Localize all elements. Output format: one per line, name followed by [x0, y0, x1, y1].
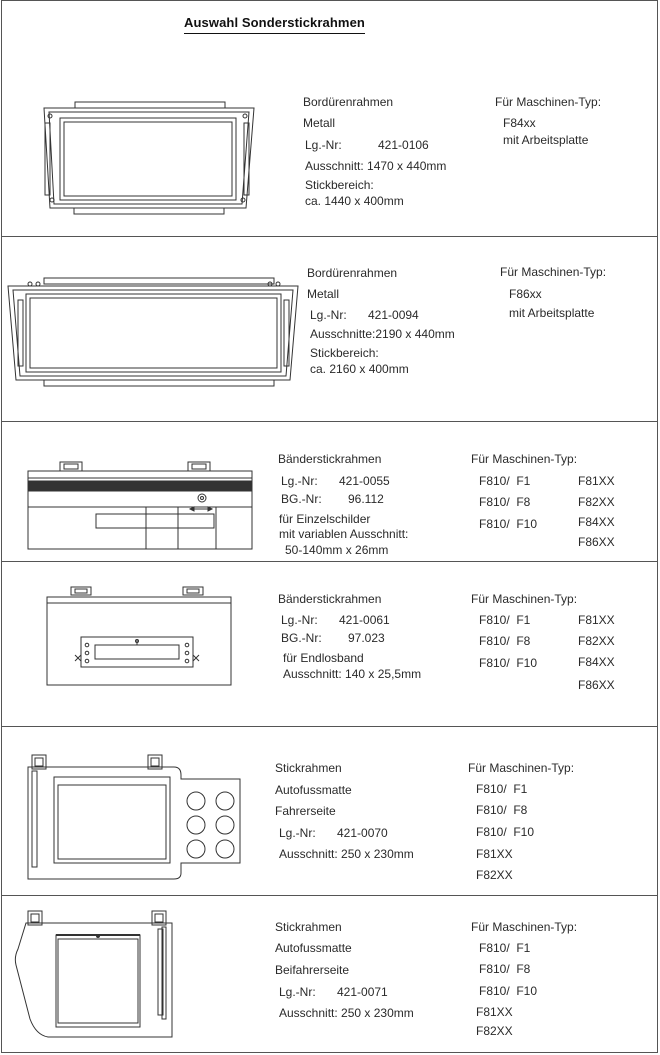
page-title: Auswahl Sonderstickrahmen [184, 15, 365, 34]
section-4-machine-right: F86XX [578, 678, 615, 692]
section-4-lg-nr: 421-0061 [339, 613, 390, 627]
section-divider [1, 895, 658, 896]
section-6-lg-nr: 421-0071 [337, 985, 388, 999]
section-3-machine-left: F810/ F10 [479, 517, 538, 531]
border-frame-2190-drawing [6, 276, 301, 388]
section-3-machine-header: Für Maschinen-Typ: [471, 452, 578, 466]
section-2-machine-header: Für Maschinen-Typ: [500, 265, 607, 279]
section-6-line2: Autofussmatte [275, 941, 352, 955]
section-3-name: Bänderstickrahmen [278, 452, 382, 466]
section-2-name: Bordürenrahmen [307, 266, 398, 280]
section-2-area-label: Stickbereich: [310, 346, 379, 360]
section-3-lg-label: Lg.-Nr: [281, 474, 318, 488]
section-5-machine: F82XX [476, 868, 513, 882]
section-3-machine-right: F84XX [578, 515, 615, 529]
car-mat-passenger-frame-drawing [12, 909, 182, 1040]
section-3-lg-nr: 421-0055 [339, 474, 390, 488]
section-5-machine: F810/ F8 [476, 803, 528, 817]
section-3-note: 50-140mm x 26mm [285, 543, 389, 557]
section-4-machine-right: F82XX [578, 634, 615, 648]
section-divider [1, 421, 658, 422]
section-6-machine: F810/ F8 [479, 962, 531, 976]
section-5-machine-header: Für Maschinen-Typ: [468, 761, 575, 775]
section-4-machine-right: F81XX [578, 613, 615, 627]
section-3-machine-right: F82XX [578, 495, 615, 509]
section-6-machine-header: Für Maschinen-Typ: [471, 920, 578, 934]
section-6-machine: F810/ F10 [479, 984, 538, 998]
section-1-machine: mit Arbeitsplatte [503, 133, 589, 147]
section-5-line2: Autofussmatte [275, 783, 352, 797]
section-6-cut: Ausschnitt: 250 x 230mm [279, 1006, 414, 1020]
section-3-note: für Einzelschilder [279, 512, 371, 526]
section-5-cut: Ausschnitt: 250 x 230mm [279, 847, 414, 861]
section-1-material: Metall [303, 116, 336, 130]
section-4-machine-left: F810/ F10 [479, 656, 538, 670]
section-3-bg-label: BG.-Nr: [281, 492, 322, 506]
section-3-machine-right: F81XX [578, 474, 615, 488]
ribbon-frame-0061-drawing [45, 585, 235, 688]
section-6-machine: F82XX [476, 1024, 513, 1038]
section-6-lg-label: Lg.-Nr: [279, 985, 316, 999]
section-2-lg-label: Lg.-Nr: [310, 308, 347, 322]
section-1-name: Bordürenrahmen [303, 95, 394, 109]
section-4-lg-label: Lg.-Nr: [281, 613, 318, 627]
section-divider [1, 561, 658, 562]
section-2-machine: F86xx [509, 287, 542, 301]
section-4-machine-header: Für Maschinen-Typ: [471, 592, 578, 606]
section-2-lg-nr: 421-0094 [368, 308, 419, 322]
section-2-material: Metall [307, 287, 340, 301]
section-1-area-label: Stickbereich: [305, 178, 374, 192]
section-5-lg-label: Lg.-Nr: [279, 826, 316, 840]
section-3-bg-nr: 96.112 [348, 492, 384, 506]
section-5-name: Stickrahmen [275, 761, 342, 775]
section-4-note: Ausschnitt: 140 x 25,5mm [283, 667, 422, 681]
section-1-lg-nr: 421-0106 [378, 138, 429, 152]
section-5-machine: F81XX [476, 847, 513, 861]
section-4-name: Bänderstickrahmen [278, 592, 382, 606]
section-1-cut: Ausschnitt: 1470 x 440mm [305, 159, 447, 173]
section-4-machine-right: F84XX [578, 655, 615, 669]
section-4-bg-label: BG.-Nr: [281, 631, 322, 645]
section-5-machine: F810/ F1 [476, 782, 528, 796]
section-3-machine-left: F810/ F1 [479, 474, 531, 488]
section-3-machine-left: F810/ F8 [479, 495, 531, 509]
section-6-line3: Beifahrerseite [275, 963, 350, 977]
section-1-machine: F84xx [503, 116, 536, 130]
section-4-machine-left: F810/ F8 [479, 634, 531, 648]
section-5-line3: Fahrerseite [275, 804, 336, 818]
car-mat-driver-frame-drawing [26, 753, 246, 883]
section-1-machine-header: Für Maschinen-Typ: [495, 95, 602, 109]
section-1-lg-label: Lg.-Nr: [305, 138, 342, 152]
section-6-machine: F810/ F1 [479, 941, 531, 955]
ribbon-frame-0055-drawing [26, 460, 256, 552]
section-6-machine: F81XX [476, 1005, 513, 1019]
section-2-machine: mit Arbeitsplatte [509, 306, 595, 320]
section-5-lg-nr: 421-0070 [337, 826, 388, 840]
section-divider [1, 726, 658, 727]
section-1-area: ca. 1440 x 400mm [305, 194, 404, 208]
section-2-area: ca. 2160 x 400mm [310, 362, 409, 376]
section-5-machine: F810/ F10 [476, 825, 535, 839]
section-3-machine-right: F86XX [578, 535, 615, 549]
section-divider [1, 236, 658, 237]
section-4-bg-nr: 97.023 [348, 631, 385, 645]
section-4-note: für Endlosband [283, 651, 364, 665]
section-4-machine-left: F810/ F1 [479, 613, 531, 627]
border-frame-1470-drawing [40, 100, 260, 216]
section-6-name: Stickrahmen [275, 920, 342, 934]
section-3-note: mit variablen Ausschnitt: [279, 527, 409, 541]
section-2-cut: Ausschnitte:2190 x 440mm [310, 327, 455, 341]
